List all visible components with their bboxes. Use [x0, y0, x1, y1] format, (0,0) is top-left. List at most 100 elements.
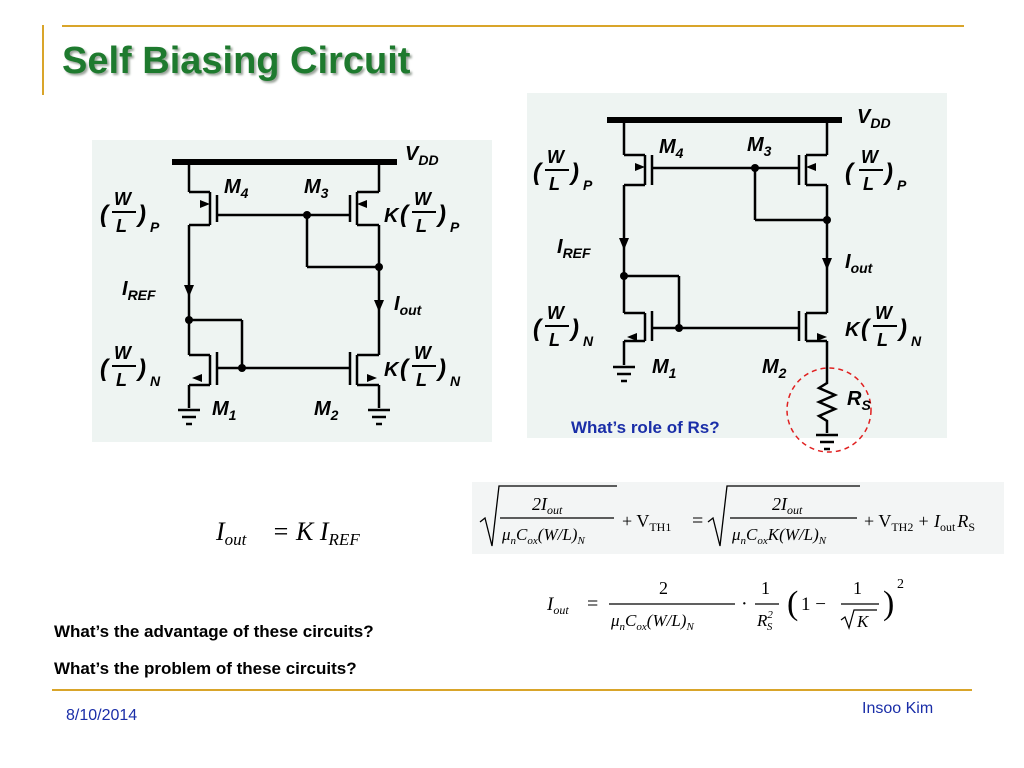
svg-text:): )	[883, 585, 894, 622]
svg-text:L: L	[549, 330, 560, 350]
svg-text:2: 2	[897, 577, 904, 592]
iref-label: I	[122, 278, 128, 300]
svg-text:L: L	[863, 174, 874, 194]
svg-text:IREF: IREF	[122, 278, 156, 303]
svg-text:2: 2	[659, 578, 668, 598]
m2-label: M	[314, 398, 332, 420]
svg-text:P: P	[897, 177, 907, 193]
iref-label: I	[557, 236, 563, 258]
svg-text:L: L	[116, 370, 127, 390]
svg-text:1: 1	[853, 578, 862, 598]
bottom-accent-line	[52, 689, 972, 691]
equation-vgs-balance: 2Iout μnCox(W/L)N + VTH1 = 2Iout μnCoxK(…	[472, 482, 1004, 554]
svg-text:W: W	[114, 343, 133, 363]
svg-text:M3: M3	[304, 176, 329, 201]
svg-text:K: K	[856, 612, 870, 631]
svg-text:·: ·	[741, 593, 748, 615]
svg-text:K: K	[384, 205, 400, 227]
svg-text:N: N	[150, 373, 161, 389]
rs-highlight-circle	[786, 367, 872, 453]
svg-text:+ VTH1: + VTH1	[622, 511, 671, 534]
svg-text:(: (	[845, 159, 856, 186]
svg-text:M4: M4	[659, 136, 684, 161]
svg-text:K: K	[845, 319, 861, 341]
svg-text:RS: RS	[847, 388, 871, 413]
svg-text:2Iout: 2Iout	[772, 494, 803, 517]
rs-role-note: What’s role of Rs?	[571, 418, 720, 437]
svg-text:): )	[568, 315, 579, 342]
svg-text:(: (	[100, 201, 111, 228]
svg-text:M1: M1	[212, 398, 237, 423]
footer-date: 8/10/2014	[66, 707, 138, 724]
svg-text:M2: M2	[762, 356, 787, 381]
svg-text:IREF: IREF	[557, 236, 591, 261]
svg-text:): )	[568, 159, 579, 186]
left-accent-line	[42, 25, 44, 95]
m1-label: M	[212, 398, 230, 420]
svg-text:W: W	[861, 147, 880, 167]
m4-label: M	[224, 176, 242, 198]
svg-text:(: (	[400, 201, 411, 228]
svg-text:W: W	[547, 147, 566, 167]
svg-text:W: W	[414, 189, 433, 209]
svg-text:N: N	[450, 373, 461, 389]
m3-label: M	[304, 176, 322, 198]
right-circuit-diagram: VDD M4 M3 M1 M2 IREF Iout RS ( W L ) P (…	[527, 93, 947, 453]
svg-text:): )	[896, 315, 907, 342]
svg-text:(: (	[400, 355, 411, 382]
left-circuit-diagram: VDD M4 M3 M1 M2 IREF Iout ( W L ) P K ( …	[92, 140, 492, 442]
iout-label: I	[845, 251, 851, 273]
svg-text:Iout: Iout	[845, 251, 874, 276]
slide-title: Self Biasing Circuit	[62, 40, 411, 82]
svg-text:L: L	[416, 370, 427, 390]
svg-text:): )	[882, 159, 893, 186]
top-accent-line	[62, 25, 964, 27]
vdd-label: V	[405, 143, 420, 165]
svg-text:μnCoxK(W/L)N: μnCoxK(W/L)N	[731, 525, 827, 547]
svg-text:L: L	[116, 216, 127, 236]
svg-text:W: W	[875, 303, 894, 323]
m1-label: M	[652, 356, 670, 378]
svg-text:P: P	[450, 219, 460, 235]
svg-text:P: P	[150, 219, 160, 235]
svg-text:Iout: Iout	[394, 293, 423, 318]
svg-text:= K IREF: = K IREF	[272, 517, 360, 549]
svg-text:μnCox(W/L)N: μnCox(W/L)N	[610, 611, 694, 633]
svg-text:P: P	[583, 177, 593, 193]
m4-label: M	[659, 136, 677, 158]
svg-text:M2: M2	[314, 398, 339, 423]
svg-text:(: (	[787, 585, 798, 622]
svg-text:M4: M4	[224, 176, 249, 201]
svg-text:W: W	[414, 343, 433, 363]
svg-text:N: N	[911, 333, 922, 349]
svg-text:1 −: 1 −	[801, 594, 826, 615]
svg-text:2Iout: 2Iout	[532, 494, 563, 517]
m2-label: M	[762, 356, 780, 378]
svg-text:L: L	[416, 216, 427, 236]
svg-text:M3: M3	[747, 134, 772, 159]
svg-text:(: (	[533, 159, 544, 186]
svg-text:Iout: Iout	[215, 517, 248, 549]
iout-label: I	[394, 293, 400, 315]
svg-text:R2S: R2S	[756, 609, 773, 633]
svg-text:): )	[135, 355, 146, 382]
question-problem: What’s the problem of these circuits?	[54, 659, 357, 678]
svg-text:L: L	[549, 174, 560, 194]
svg-text:N: N	[583, 333, 594, 349]
svg-text:M1: M1	[652, 356, 677, 381]
svg-text:1: 1	[761, 578, 770, 598]
svg-text:W: W	[114, 189, 133, 209]
svg-text:VDD: VDD	[857, 106, 891, 131]
svg-text:): )	[135, 201, 146, 228]
svg-text:K: K	[384, 359, 400, 381]
rs-label: R	[847, 388, 862, 410]
footer-author: Insoo Kim	[862, 700, 934, 717]
svg-text:(: (	[100, 355, 111, 382]
svg-text:W: W	[547, 303, 566, 323]
svg-text:(: (	[861, 315, 872, 342]
svg-text:Iout: Iout	[546, 594, 569, 617]
vdd-label: V	[857, 106, 872, 128]
m3-label: M	[747, 134, 765, 156]
